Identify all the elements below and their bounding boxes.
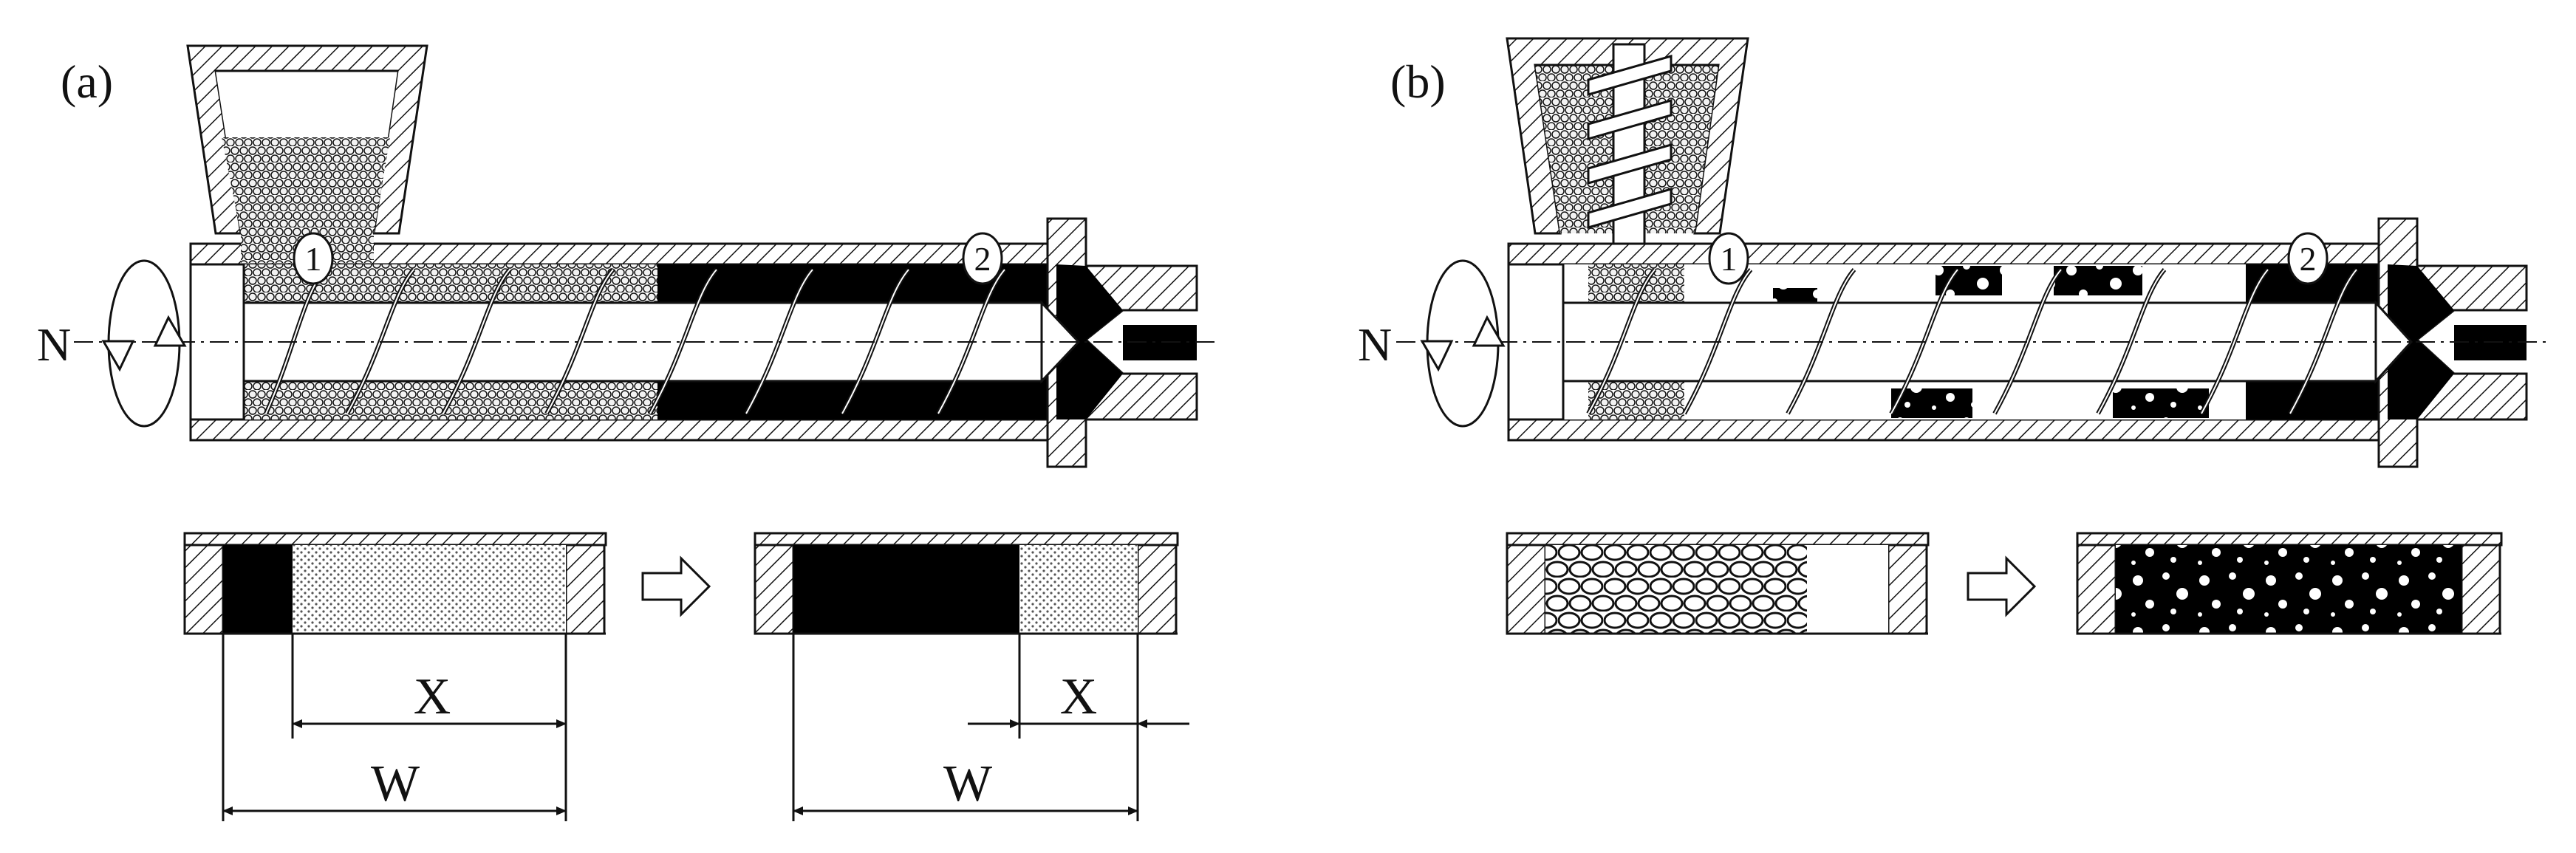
marker-2-a: 2 xyxy=(962,232,1003,285)
marker-1-a: 1 xyxy=(293,232,334,285)
marker-2-b-text: 2 xyxy=(2300,240,2317,278)
process-arrow-b xyxy=(1967,555,2037,617)
channel-section-b2 xyxy=(2076,532,2503,635)
panel-b-label: (b) xyxy=(1390,55,1446,108)
hopper-b xyxy=(1506,37,1749,253)
channel-section-a1 xyxy=(183,532,607,635)
dimensions-a2 xyxy=(792,634,1189,821)
rotation-symbol-a: N xyxy=(37,259,187,428)
dim-x-a2: X xyxy=(1060,668,1098,725)
screw-b xyxy=(1562,268,2413,415)
marker-2-b: 2 xyxy=(2287,232,2329,285)
marker-1-b: 1 xyxy=(1708,232,1749,285)
marker-2-a-text: 2 xyxy=(974,240,991,278)
marker-1-b-text: 1 xyxy=(1721,240,1738,278)
panel-a: (a) xyxy=(37,44,1219,821)
dimensions-a1 xyxy=(222,634,567,821)
rotation-symbol-b: N xyxy=(1358,259,1506,428)
panel-b: (b) xyxy=(1358,37,2549,635)
feed-screw-flights xyxy=(1587,55,1673,229)
process-arrow-a xyxy=(641,555,711,617)
marker-1-a-text: 1 xyxy=(305,240,322,278)
dim-w-a1: W xyxy=(371,756,420,812)
dim-w-a2: W xyxy=(943,756,992,812)
channel-section-a2 xyxy=(754,532,1179,635)
dim-x-a1: X xyxy=(414,668,451,725)
hopper-a xyxy=(186,44,428,235)
rotation-label-a: N xyxy=(37,318,71,371)
channel-section-b1 xyxy=(1506,532,1930,635)
rotation-label-b: N xyxy=(1358,318,1392,371)
panel-a-label: (a) xyxy=(61,55,113,108)
